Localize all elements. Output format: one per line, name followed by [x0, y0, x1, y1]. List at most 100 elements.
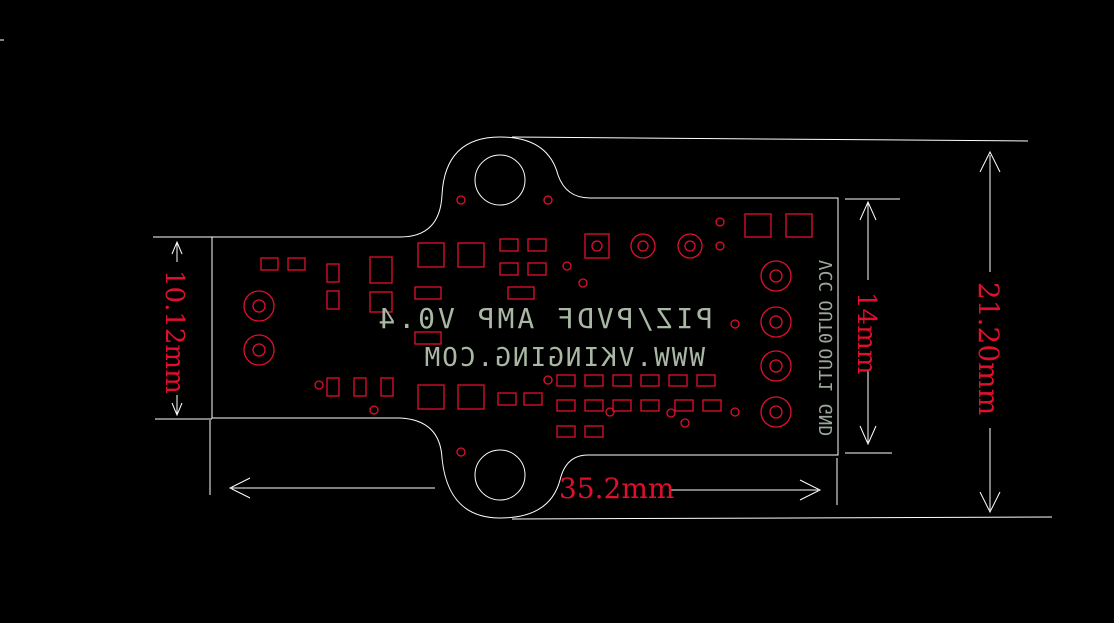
smd-pad	[369, 256, 393, 284]
pads	[243, 195, 813, 457]
header-pin	[760, 396, 792, 428]
dim-14-arrow-bottom	[859, 425, 877, 446]
smd-pad	[527, 262, 547, 276]
smd-pad	[523, 392, 543, 406]
smd-pad	[785, 213, 813, 238]
pin-labels: VCC OUT0 OUT1 GND	[816, 260, 837, 437]
ic-pad	[640, 374, 660, 387]
header-pin	[769, 315, 783, 329]
dim-height-arrow-bottom	[979, 491, 1001, 514]
dim-14-label: 14mm	[851, 292, 881, 374]
smd-pad	[414, 331, 442, 345]
smd-pad	[287, 257, 306, 271]
pin-label-out1: OUT1	[816, 348, 837, 391]
smd-pad	[414, 286, 442, 300]
ic-pad	[702, 399, 722, 412]
small-via	[715, 217, 725, 227]
header-pin	[760, 350, 792, 382]
smd-pad	[499, 262, 519, 276]
via-pad	[637, 240, 649, 252]
header-pin	[769, 405, 783, 419]
via-pad	[252, 299, 266, 313]
small-via	[605, 407, 615, 417]
pin-label-vcc: VCC	[816, 260, 837, 293]
dim-width-label: 35.2mm	[559, 472, 674, 505]
dim-14-arrow-top	[859, 200, 877, 221]
header-pin	[769, 359, 783, 373]
dim-height-arrow-top	[979, 150, 1001, 173]
ic-pad	[556, 425, 576, 438]
smd-pad	[499, 238, 519, 252]
smd-pad	[369, 291, 393, 313]
ic-pad	[612, 374, 632, 387]
small-via	[543, 195, 553, 205]
smd-pad	[417, 384, 445, 410]
pin-label-gnd: GND	[816, 404, 837, 437]
mount-hole-bottom	[474, 449, 526, 501]
ic-pad	[556, 399, 576, 412]
square-pad	[584, 233, 610, 259]
smd-pad	[744, 213, 772, 238]
ext-line-top	[511, 136, 1029, 142]
small-via	[730, 319, 740, 329]
ext-line-bottom	[511, 516, 1053, 520]
small-via	[730, 407, 740, 417]
dim-1012-label: 10.12mm	[159, 270, 189, 394]
via-pad	[630, 233, 656, 259]
smd-pad	[353, 377, 367, 397]
small-via	[314, 380, 324, 390]
header-pin	[769, 269, 783, 283]
smd-pad	[457, 242, 485, 268]
small-via	[562, 261, 572, 271]
small-via	[456, 447, 466, 457]
small-via	[543, 375, 553, 385]
header-pin	[760, 306, 792, 338]
silk-website: WWW.VKINGING.COM	[423, 343, 705, 373]
dim-width-arrow-right	[799, 479, 822, 501]
small-via	[369, 405, 379, 415]
ic-pad	[674, 399, 694, 412]
small-via	[456, 195, 466, 205]
ic-pad	[584, 425, 604, 438]
via-pad	[243, 334, 275, 366]
pin-label-out0: OUT0	[816, 300, 837, 343]
smd-pad	[326, 263, 340, 283]
dim-height-label: 21.20mm	[972, 282, 1005, 415]
via-pad	[677, 233, 703, 259]
header-pin	[760, 260, 792, 292]
smd-pad	[380, 377, 394, 397]
small-via	[715, 241, 725, 251]
small-via	[578, 278, 588, 288]
smd-pad	[457, 384, 485, 410]
small-via	[666, 408, 676, 418]
ic-pad	[696, 374, 716, 387]
via-pad	[591, 240, 603, 252]
silkscreen-mirror-group: PIZ/PVDF AMP V0.4 WWW.VKINGING.COM	[375, 302, 713, 373]
ic-pad	[556, 374, 576, 387]
via-pad	[684, 240, 696, 252]
smd-pad	[527, 238, 547, 252]
smd-pad	[417, 242, 445, 268]
silk-title: PIZ/PVDF AMP V0.4	[375, 302, 713, 335]
ic-pad	[612, 399, 632, 412]
via-pad	[252, 343, 266, 357]
dimension-arrows	[171, 150, 1001, 514]
smd-pad	[326, 290, 340, 310]
ic-pad	[584, 374, 604, 387]
mount-hole-top	[474, 154, 526, 206]
smd-pad	[260, 257, 279, 271]
dim-width-arrow-left	[228, 477, 251, 499]
ic-pad	[640, 399, 660, 412]
board-outline-path	[211, 136, 839, 519]
ic-pad	[584, 399, 604, 412]
ic-pad	[668, 374, 688, 387]
smd-pad	[507, 286, 535, 300]
dim-1012-arrow-bottom	[171, 402, 183, 417]
smd-pad	[326, 377, 340, 397]
dim-1012-arrow-top	[171, 240, 183, 255]
via-pad	[243, 290, 275, 322]
smd-pad	[497, 392, 517, 406]
small-via	[680, 418, 690, 428]
board-outline	[0, 39, 1053, 520]
